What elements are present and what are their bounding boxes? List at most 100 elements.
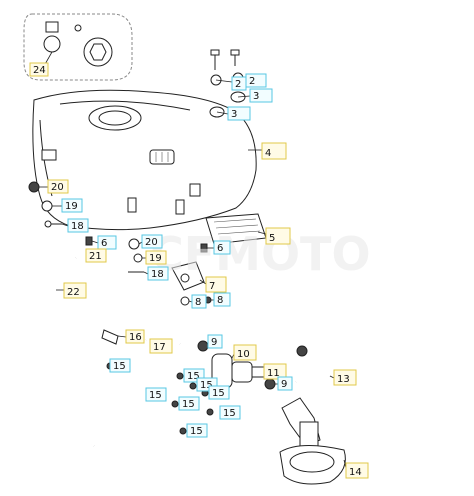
callout-box bbox=[147, 266, 169, 281]
callout-number: 19 bbox=[149, 253, 162, 264]
callout-15: 15 bbox=[186, 423, 208, 438]
callout-box bbox=[207, 334, 223, 349]
callout-15: 15 bbox=[208, 385, 230, 400]
filter-bracket bbox=[171, 261, 212, 306]
callout-number: 14 bbox=[349, 467, 362, 478]
callout-number: 20 bbox=[145, 237, 158, 248]
callout-19: 19 bbox=[145, 250, 167, 265]
callout-box bbox=[231, 76, 247, 91]
callout-box bbox=[263, 363, 287, 380]
callout-box bbox=[85, 248, 107, 263]
callout-19: 19 bbox=[61, 198, 83, 213]
callout-10: 10 bbox=[233, 344, 257, 361]
callout-6: 6 bbox=[213, 240, 231, 255]
callout-20: 20 bbox=[141, 234, 163, 249]
callout-box bbox=[261, 142, 287, 160]
callout-box bbox=[205, 276, 227, 293]
callout-8: 8 bbox=[213, 292, 231, 307]
callout-number: 9 bbox=[211, 337, 217, 348]
callout-14: 14 bbox=[345, 462, 369, 479]
callout-box bbox=[219, 405, 241, 420]
callout-box bbox=[145, 387, 167, 402]
callout-box bbox=[97, 235, 117, 250]
callout-11: 11 bbox=[263, 363, 287, 380]
callout-number: 11 bbox=[267, 368, 280, 379]
callout-2: 2 bbox=[231, 76, 247, 91]
callout-8: 8 bbox=[191, 294, 207, 309]
callout-24: 24 bbox=[29, 62, 49, 77]
callout-number: 15 bbox=[212, 388, 225, 399]
callout-number: 16 bbox=[129, 332, 142, 343]
callout-number: 2 bbox=[249, 76, 255, 87]
callout-number: 21 bbox=[89, 251, 102, 262]
callout-number: 20 bbox=[51, 182, 64, 193]
callout-box bbox=[67, 218, 89, 233]
callout-2: 2 bbox=[245, 73, 267, 88]
callout-18: 18 bbox=[147, 266, 169, 281]
callout-number: 3 bbox=[231, 109, 237, 120]
callout-box bbox=[277, 376, 293, 391]
callout-15: 15 bbox=[109, 358, 131, 373]
callout-number: 15 bbox=[187, 371, 200, 382]
callout-box bbox=[249, 88, 273, 103]
fuel-tank bbox=[32, 89, 257, 231]
callout-number: 22 bbox=[67, 287, 80, 298]
callout-box bbox=[125, 329, 145, 344]
watermark-text: CFMOTO bbox=[150, 227, 371, 281]
callout-box bbox=[333, 369, 357, 386]
callout-number: 15 bbox=[149, 390, 162, 401]
callout-4: 4 bbox=[261, 142, 287, 160]
fuel-pump bbox=[279, 397, 346, 485]
callout-box bbox=[213, 240, 231, 255]
callout-box bbox=[149, 338, 173, 354]
callout-9: 9 bbox=[277, 376, 293, 391]
callout-number: 15 bbox=[182, 399, 195, 410]
callout-box bbox=[109, 358, 131, 373]
callout-3: 3 bbox=[227, 106, 251, 121]
callout-box bbox=[141, 234, 163, 249]
callout-box bbox=[191, 294, 207, 309]
callout-box bbox=[178, 396, 200, 411]
callout-22: 22 bbox=[63, 282, 87, 299]
callout-box bbox=[29, 62, 49, 77]
callout-box bbox=[345, 462, 369, 479]
callout-number: 8 bbox=[195, 297, 201, 308]
inset-detail bbox=[23, 13, 133, 81]
callout-number: 2 bbox=[235, 79, 241, 90]
callout-number: 5 bbox=[269, 233, 275, 244]
callout-box bbox=[47, 179, 69, 194]
callout-21: 21 bbox=[85, 248, 107, 263]
callout-number: 19 bbox=[65, 201, 78, 212]
callout-box bbox=[265, 227, 291, 245]
callout-box bbox=[61, 198, 83, 213]
callout-number: 18 bbox=[151, 269, 164, 280]
callout-13: 13 bbox=[333, 369, 357, 386]
callout-16: 16 bbox=[125, 329, 145, 344]
callout-number: 3 bbox=[253, 91, 259, 102]
callout-box bbox=[227, 106, 251, 121]
callout-15: 15 bbox=[145, 387, 167, 402]
callout-number: 10 bbox=[237, 349, 250, 360]
callout-box bbox=[63, 282, 87, 299]
breather-hose bbox=[52, 257, 95, 447]
callout-number: 9 bbox=[281, 379, 287, 390]
callout-15: 15 bbox=[178, 396, 200, 411]
callout-6: 6 bbox=[97, 235, 117, 250]
callout-box bbox=[233, 344, 257, 361]
callout-number: 13 bbox=[337, 374, 350, 385]
callout-number: 7 bbox=[209, 281, 215, 292]
callout-box bbox=[186, 423, 208, 438]
callout-17: 17 bbox=[149, 338, 173, 354]
callout-9: 9 bbox=[207, 334, 223, 349]
callout-18: 18 bbox=[67, 218, 89, 233]
callout-number: 18 bbox=[71, 221, 84, 232]
callout-box bbox=[213, 292, 231, 307]
callout-5: 5 bbox=[265, 227, 291, 245]
callout-number: 24 bbox=[33, 65, 46, 76]
callout-number: 6 bbox=[101, 238, 107, 249]
callout-3: 3 bbox=[249, 88, 273, 103]
callout-box bbox=[208, 385, 230, 400]
callout-number: 17 bbox=[153, 342, 166, 353]
